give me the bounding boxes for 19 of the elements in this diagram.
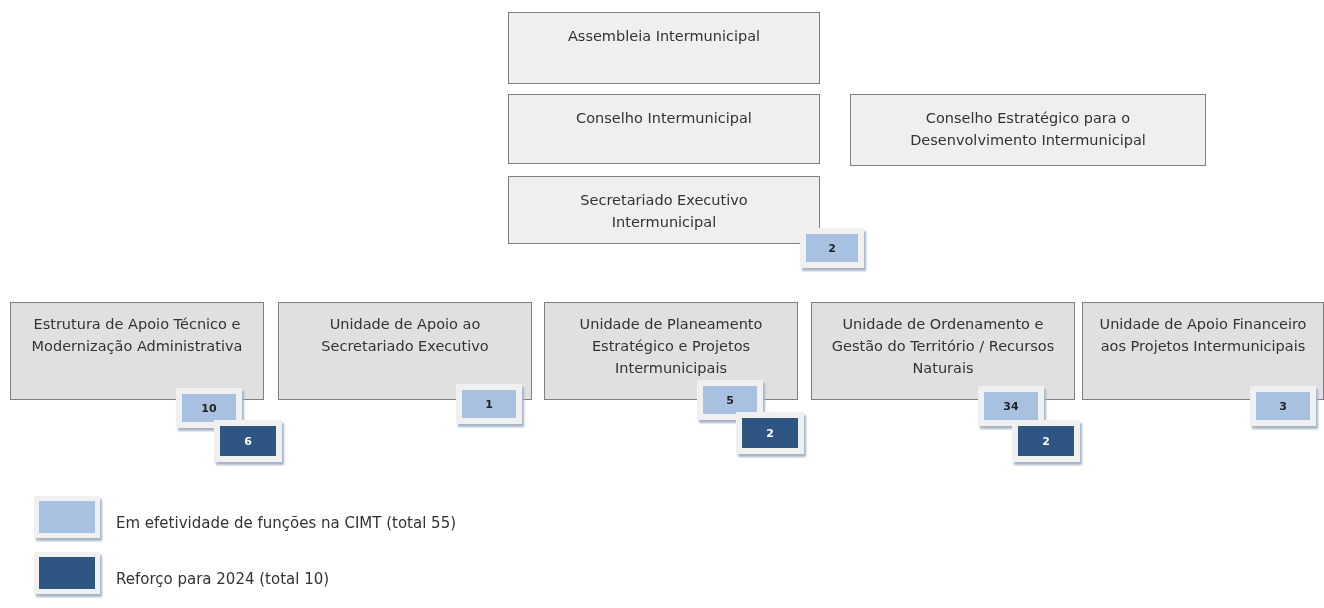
unit-box: Unidade de Apoio ao Secretariado Executivo xyxy=(278,302,532,400)
unit-box: Conselho Intermunicipal xyxy=(508,94,820,164)
unit-box: Assembleia Intermunicipal xyxy=(508,12,820,84)
unit-box: Estrutura de Apoio Técnico e Modernização Administrativa xyxy=(10,302,264,400)
count-badge: 6 xyxy=(214,420,282,462)
count-badge: 2 xyxy=(800,228,864,268)
count-badge: 5 xyxy=(697,380,763,420)
count-badge: 2 xyxy=(736,412,804,454)
legend-text: Em efetividade de funções na CIMT (total 55) xyxy=(116,514,457,532)
count-badge: 34 xyxy=(978,386,1044,426)
count-badge: 1 xyxy=(456,384,522,424)
unit-box: Unidade de Ordenamento e Gestão do Território / Recursos Naturais xyxy=(811,302,1075,400)
unit-box: Conselho Estratégico para o Desenvolvimento Intermunicipal xyxy=(850,94,1206,166)
count-badge: 10 xyxy=(176,388,242,428)
count-badge: 2 xyxy=(1012,420,1080,462)
unit-box: Unidade de Apoio Financeiro aos Projetos Intermunicipais xyxy=(1082,302,1324,400)
legend-text: Reforço para 2024 (total 10) xyxy=(116,570,330,588)
count-badge: 3 xyxy=(1250,386,1316,426)
unit-box: Secretariado Executivo Intermunicipal xyxy=(508,176,820,244)
